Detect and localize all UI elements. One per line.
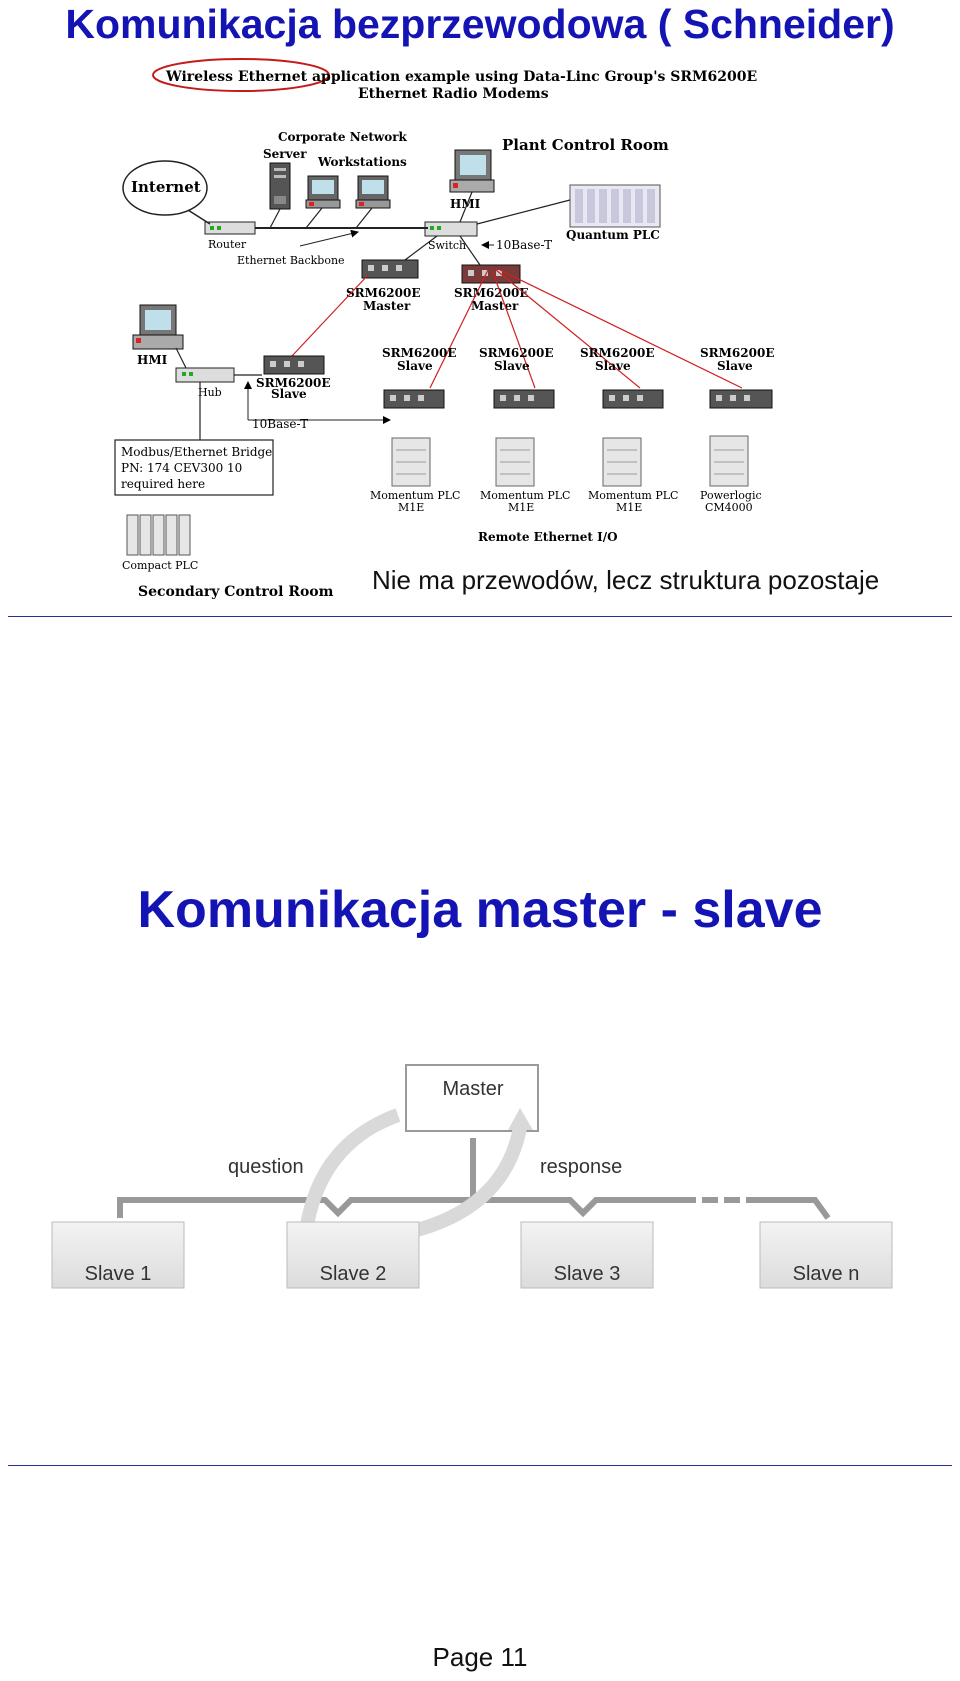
powerlogic-label: Powerlogic — [700, 489, 762, 502]
momentum-plc-1-label: Momentum PLC — [370, 489, 460, 502]
hmi-left-icon — [132, 304, 184, 350]
srm-master-2-name: SRM6200E — [454, 286, 528, 300]
secondary-control-room-label: Secondary Control Room — [138, 584, 334, 600]
momentum-plc-2-label: Momentum PLC — [480, 489, 570, 502]
srm-slave-1: SRM6200E Slave — [382, 346, 456, 409]
svg-text:SRM6200E: SRM6200E — [700, 346, 774, 360]
slave-2-label: Slave 2 — [320, 1263, 387, 1285]
hub-icon — [175, 367, 235, 383]
corporate-network-label: Corporate Network — [278, 130, 408, 144]
router-label: Router — [208, 238, 247, 251]
divider-bottom — [8, 1465, 952, 1466]
response-label: response — [540, 1156, 622, 1178]
ethernet-backbone-label: Ethernet Backbone — [237, 254, 345, 267]
switch-label: Switch — [428, 239, 466, 252]
srm-slave-left-name: SRM6200E — [256, 376, 330, 390]
server-label: Server — [263, 147, 307, 161]
highlight-ellipse — [152, 58, 330, 92]
srm-slave-4: SRM6200E Slave — [700, 346, 774, 409]
plant-control-room-label: Plant Control Room — [502, 136, 669, 154]
tenbase-top-label: 10Base-T — [496, 238, 552, 252]
slave-n-label: Slave n — [793, 1263, 860, 1285]
hub-label: Hub — [198, 386, 222, 399]
workstation-icon — [355, 175, 391, 209]
server-icon — [269, 162, 291, 210]
page-title-wireless: Komunikacja bezprzewodowa ( Schneider) — [65, 1, 895, 47]
svg-text:SRM6200E: SRM6200E — [382, 346, 456, 360]
svg-text:SRM6200E: SRM6200E — [580, 346, 654, 360]
srm-slave-3: SRM6200E Slave — [580, 346, 664, 409]
tenbase-left-label: 10Base-T — [252, 417, 308, 431]
switch-icon — [424, 221, 478, 237]
quantum-plc-icon — [569, 184, 661, 228]
srm-master-2-icon — [461, 264, 521, 284]
svg-text:SRM6200E: SRM6200E — [479, 346, 553, 360]
hmi-top-label: HMI — [450, 197, 481, 211]
bus-line — [117, 1197, 680, 1218]
question-label: question — [228, 1156, 304, 1178]
slave-n-box — [759, 1221, 893, 1289]
srm-master-2-role: Master — [471, 299, 519, 313]
slave-1-label: Slave 1 — [85, 1263, 152, 1285]
internet-label: Internet — [131, 178, 201, 196]
momentum-plc-3-label: Momentum PLC — [588, 489, 678, 502]
divider-top — [8, 616, 952, 617]
srm-master-1-name: SRM6200E — [346, 286, 420, 300]
compact-plc-icon — [126, 514, 191, 556]
cm4000-label: CM4000 — [705, 501, 753, 514]
workstations-label: Workstations — [317, 155, 407, 169]
momentum-plc-1-model: M1E — [398, 501, 424, 514]
remote-io-label: Remote Ethernet I/O — [478, 530, 618, 544]
momentum-plc-3-model: M1E — [616, 501, 642, 514]
svg-text:Slave: Slave — [717, 359, 753, 373]
caption-no-wires: Nie ma przewodów, lecz struktura pozosta… — [372, 565, 880, 595]
svg-text:Slave: Slave — [494, 359, 530, 373]
radio-links — [291, 269, 743, 389]
quantum-plc-label: Quantum PLC — [566, 228, 660, 242]
momentum-plc-icons — [391, 435, 749, 487]
srm-slave-2: SRM6200E Slave — [479, 346, 555, 409]
internet-cloud-icon — [122, 160, 208, 216]
svg-text:Slave: Slave — [595, 359, 631, 373]
slave-3-box — [520, 1221, 654, 1289]
hmi-top-icon — [449, 149, 495, 193]
bridge-line1: Modbus/Ethernet Bridge — [121, 445, 272, 459]
wireless-network-diagram: Wireless Ethernet application example us… — [114, 58, 774, 600]
momentum-plc-2-model: M1E — [508, 501, 534, 514]
slave-3-label: Slave 3 — [554, 1263, 621, 1285]
srm-master-1-icon — [361, 259, 419, 279]
figure-heading-line1: Wireless Ethernet application example us… — [165, 69, 757, 85]
svg-text:Slave: Slave — [397, 359, 433, 373]
bridge-box — [114, 439, 274, 496]
hmi-left-label: HMI — [137, 353, 168, 367]
srm-slave-left-role: Slave — [271, 387, 307, 401]
bridge-line3: required here — [121, 477, 205, 491]
page-number: Page 11 — [432, 1642, 528, 1672]
question-arrow — [298, 1108, 401, 1241]
compact-plc-label: Compact PLC — [122, 559, 198, 572]
srm-slave-left-icon — [263, 355, 325, 375]
bridge-line2: PN: 174 CEV300 10 — [121, 461, 242, 475]
master-slave-diagram: Master question response Slave 1 Slave 2… — [51, 1064, 893, 1289]
workstation-icon — [305, 175, 341, 209]
figure-heading-line2: Ethernet Radio Modems — [358, 86, 549, 102]
router-icon — [204, 221, 256, 235]
slave-1-box — [51, 1221, 185, 1289]
master-label: Master — [442, 1078, 503, 1100]
page-title-master-slave: Komunikacja master - slave — [137, 881, 823, 939]
slave-2-box — [286, 1221, 420, 1289]
srm-master-1-role: Master — [363, 299, 411, 313]
